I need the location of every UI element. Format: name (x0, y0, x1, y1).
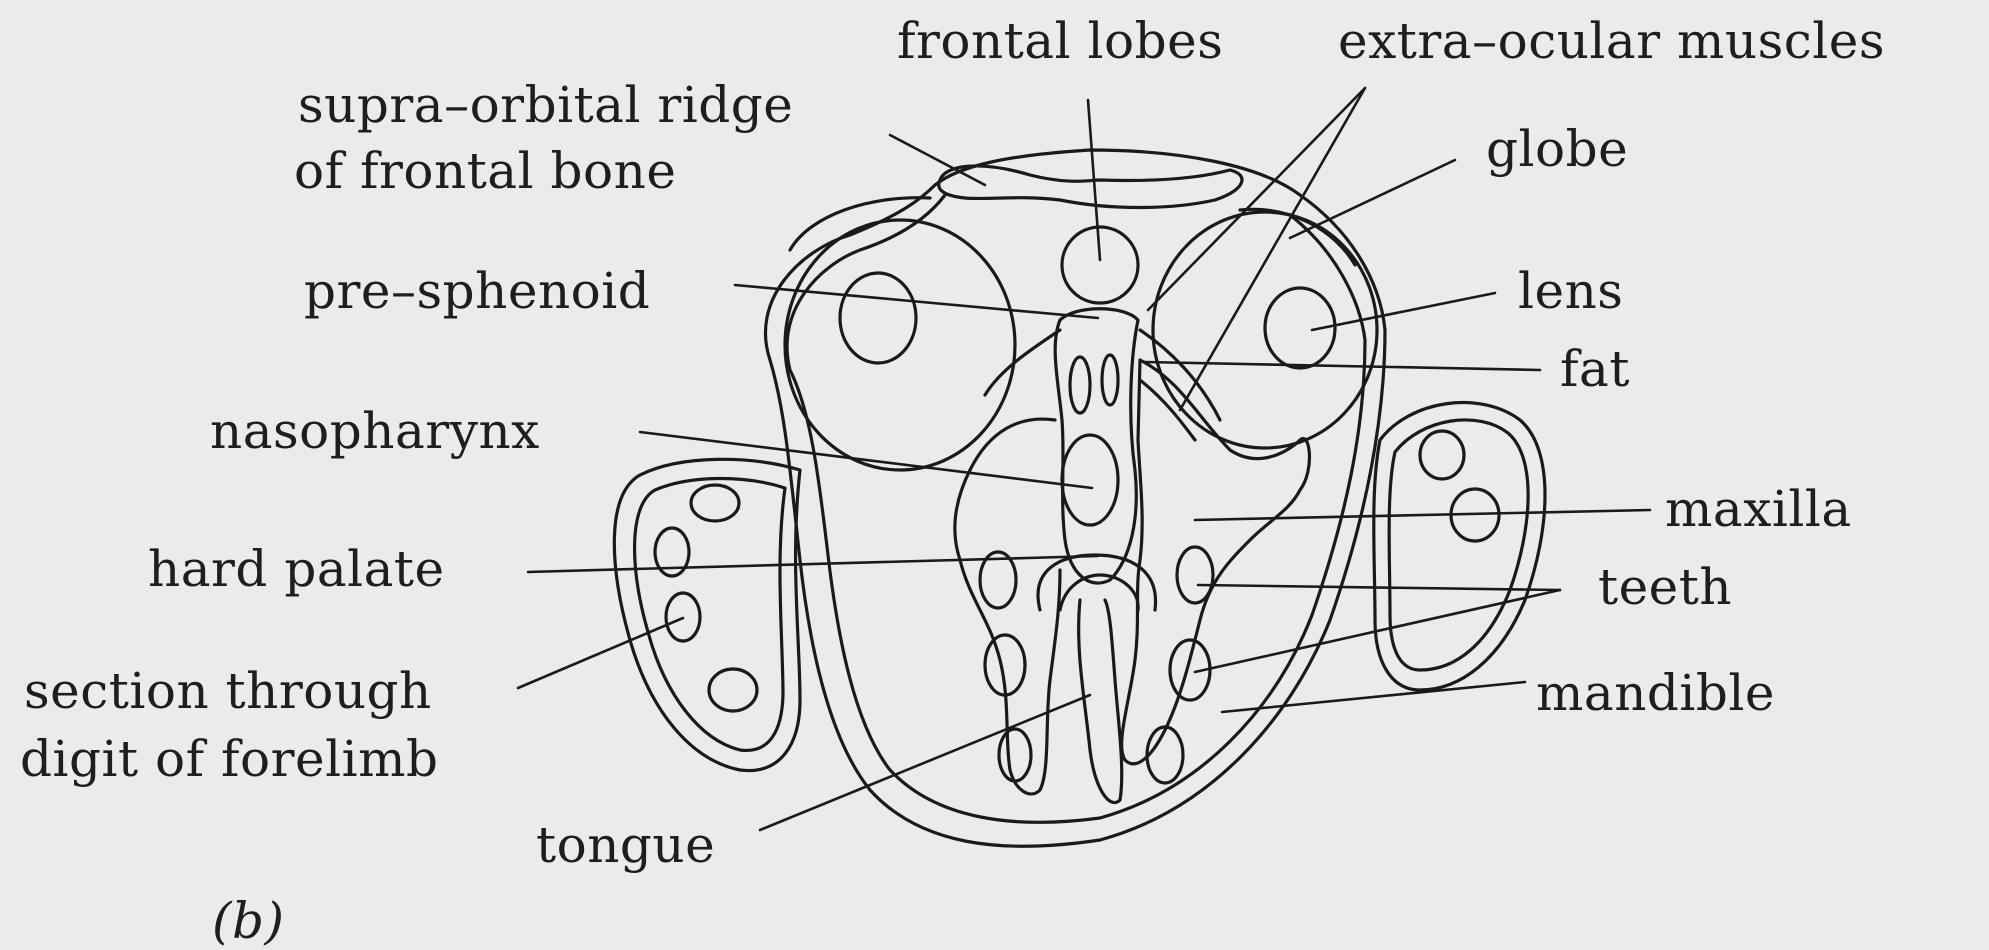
leader-lens (1312, 293, 1495, 330)
label-teeth: teeth (1598, 558, 1732, 616)
leader-maxilla (1195, 510, 1650, 520)
tongue-shape (1079, 600, 1122, 803)
left-cheek (955, 419, 1060, 794)
leader-globe (1290, 160, 1455, 238)
figure-caption: (b) (212, 892, 285, 950)
head-outline (765, 150, 1385, 846)
label-frontal-lobes: frontal lobes (897, 12, 1223, 70)
label-mandible: mandible (1536, 664, 1775, 722)
label-fat: fat (1560, 340, 1630, 398)
pre-sphenoid-shape (1055, 309, 1138, 583)
label-digit-line1: section through (24, 662, 432, 720)
maxilla-shape (1122, 360, 1310, 764)
tooth-1 (1177, 547, 1213, 603)
nasal-passage-2 (1102, 355, 1118, 405)
tooth-6 (999, 729, 1031, 781)
nasopharynx-shape (1062, 435, 1118, 525)
tooth-3 (1147, 727, 1183, 783)
label-pre-sphenoid: pre–sphenoid (304, 262, 650, 320)
digit-section-4 (709, 669, 757, 711)
label-digit-line2: digit of forelimb (20, 730, 439, 788)
leader-teeth-2 (1195, 590, 1560, 672)
label-tongue: tongue (536, 816, 715, 874)
head-inner-outline (787, 195, 1365, 822)
left-globe (785, 220, 1015, 470)
leader-supra-orbital (890, 135, 985, 185)
nasal-passage-1 (1070, 357, 1090, 413)
digit-section-5 (1420, 431, 1464, 479)
label-maxilla: maxilla (1665, 480, 1852, 538)
digit-section-1 (691, 485, 739, 521)
label-extra-ocular-muscles: extra–ocular muscles (1338, 12, 1885, 70)
supra-orbital-ridge (939, 166, 1242, 208)
label-supra-orbital-line2: of frontal bone (294, 142, 676, 200)
label-globe: globe (1486, 120, 1628, 178)
label-hard-palate: hard palate (148, 540, 445, 598)
leader-tongue (760, 695, 1090, 830)
leader-teeth-1 (1198, 585, 1560, 590)
label-supra-orbital-line1: supra–orbital ridge (298, 76, 793, 134)
leader-digit (518, 618, 683, 688)
label-nasopharynx: nasopharynx (210, 402, 540, 460)
label-lens: lens (1518, 262, 1623, 320)
left-lens (840, 273, 916, 363)
frontal-lobe-shape (1062, 227, 1138, 303)
